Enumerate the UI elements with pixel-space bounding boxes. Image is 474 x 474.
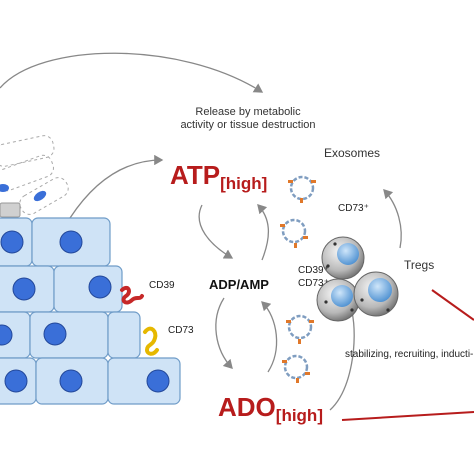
treg-cells	[316, 236, 399, 322]
cd39-label: CD39	[149, 280, 175, 291]
cd39-plus-text: CD39⁺	[298, 265, 329, 276]
exosomes	[281, 175, 315, 380]
ado-to-adp-arrow	[261, 301, 278, 373]
tregs-label: Tregs	[404, 258, 435, 272]
exosome-receptors	[280, 180, 316, 383]
atp-main: ATP	[170, 160, 221, 190]
detaching-nucleus	[33, 190, 47, 202]
ado-sub: [high]	[275, 406, 323, 425]
tregs-to-exosomes-arrow	[383, 189, 402, 249]
treg-inhibition-line	[431, 289, 474, 321]
adp-to-ado-arrow	[215, 297, 233, 369]
release-label: Release by metabolic activity or tissue …	[180, 106, 316, 131]
atp-sub: [high]	[220, 174, 268, 193]
ado-inhibition-line	[341, 411, 474, 421]
cd39-marker	[120, 285, 144, 305]
cd73-label: CD73	[168, 325, 194, 336]
atp-label: ATP[high]	[170, 160, 267, 194]
treg-to-ado-arrow	[329, 311, 355, 411]
cd73-marker	[143, 326, 159, 356]
tissue-to-atp-arrow	[69, 154, 164, 219]
cell-nuclei	[0, 230, 170, 393]
detaching-nucleus	[0, 184, 9, 192]
cd73-plus-label: CD73⁺	[338, 203, 369, 214]
cd73-plus-text: CD73⁺	[298, 278, 329, 289]
adp-to-atp-arrow	[257, 204, 269, 261]
cd39-cd73-plus-label: CD39⁺ CD73⁺	[298, 264, 329, 290]
detaching-cells	[0, 135, 69, 215]
atp-to-adp-arrow	[198, 204, 234, 259]
release-arrow	[0, 52, 264, 93]
treg-action-label: stabilizing, recruiting, inducti-	[345, 349, 474, 360]
ado-main: ADO	[218, 392, 276, 422]
adp-amp-label: ADP/AMP	[209, 277, 269, 292]
ado-label: ADO[high]	[218, 392, 323, 426]
exosomes-label: Exosomes	[324, 146, 381, 160]
membrane-clip	[0, 202, 21, 218]
